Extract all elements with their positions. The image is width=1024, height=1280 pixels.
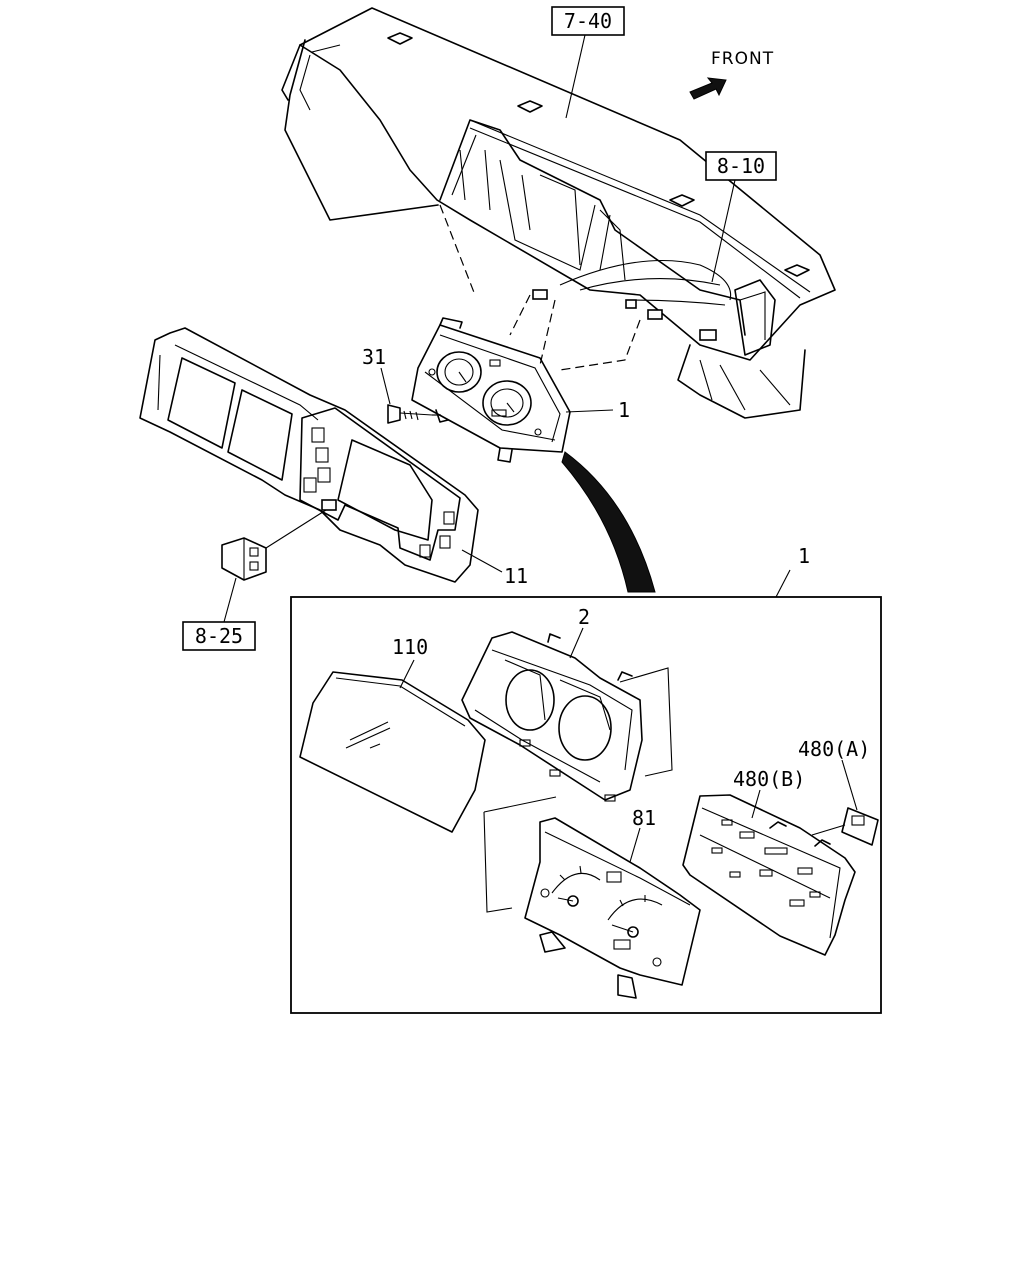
leader-line bbox=[565, 34, 586, 119]
guide-line bbox=[539, 299, 556, 366]
screw-part-31[interactable] bbox=[387, 404, 433, 424]
callout-11: 11 bbox=[504, 564, 528, 588]
reference-8-10-text: 8-10 bbox=[717, 154, 765, 178]
leader-line bbox=[399, 659, 415, 689]
reference-box-8-10[interactable]: 8-10 bbox=[705, 151, 777, 181]
bracket-line bbox=[619, 667, 673, 777]
leader-line bbox=[223, 577, 237, 623]
reference-box-7-40[interactable]: 7-40 bbox=[551, 6, 625, 36]
reference-7-40-text: 7-40 bbox=[564, 9, 612, 33]
leader-line bbox=[711, 179, 736, 283]
switch-component[interactable] bbox=[221, 537, 267, 581]
small-board-part-480a[interactable] bbox=[841, 807, 879, 846]
leader-line bbox=[565, 409, 614, 413]
leader-line bbox=[775, 569, 791, 598]
callout-81: 81 bbox=[632, 806, 656, 830]
dashboard-panel bbox=[281, 7, 836, 419]
guide-line bbox=[559, 319, 641, 371]
callout-480a: 480(A) bbox=[798, 737, 870, 761]
callout-110: 110 bbox=[392, 635, 428, 659]
arrow-up-right-icon bbox=[689, 77, 727, 100]
callout-31: 31 bbox=[362, 345, 386, 369]
guide-line bbox=[439, 204, 476, 296]
callout-2: 2 bbox=[578, 605, 590, 629]
reference-box-8-25[interactable]: 8-25 bbox=[182, 621, 256, 651]
callout-480b: 480(B) bbox=[733, 767, 805, 791]
leader-line bbox=[629, 827, 641, 863]
reference-8-25-text: 8-25 bbox=[195, 624, 243, 648]
case-part-2[interactable] bbox=[461, 631, 643, 802]
circuit-board-part-480b[interactable] bbox=[682, 794, 856, 956]
curved-arrow-icon bbox=[561, 451, 656, 593]
leader-line bbox=[811, 824, 846, 836]
leader-line bbox=[461, 549, 503, 573]
bracket-line bbox=[483, 796, 557, 813]
cluster-bezel-part-11[interactable] bbox=[139, 327, 479, 583]
leader-line bbox=[569, 627, 584, 659]
leader-line bbox=[380, 367, 391, 405]
leader-line bbox=[841, 759, 858, 811]
bracket-line bbox=[483, 811, 513, 913]
guide-line bbox=[509, 294, 531, 336]
front-label: FRONT bbox=[711, 49, 774, 69]
callout-1-detail: 1 bbox=[798, 544, 810, 568]
exploded-detail-box bbox=[290, 596, 882, 1014]
leader-line bbox=[751, 789, 761, 819]
gauge-face-part-81[interactable] bbox=[524, 817, 701, 999]
front-orientation: FRONT bbox=[689, 49, 774, 100]
callout-1-top: 1 bbox=[618, 398, 630, 422]
instrument-cluster-assembly bbox=[411, 317, 571, 463]
leader-line bbox=[265, 509, 327, 549]
lens-part-110[interactable] bbox=[299, 671, 486, 833]
